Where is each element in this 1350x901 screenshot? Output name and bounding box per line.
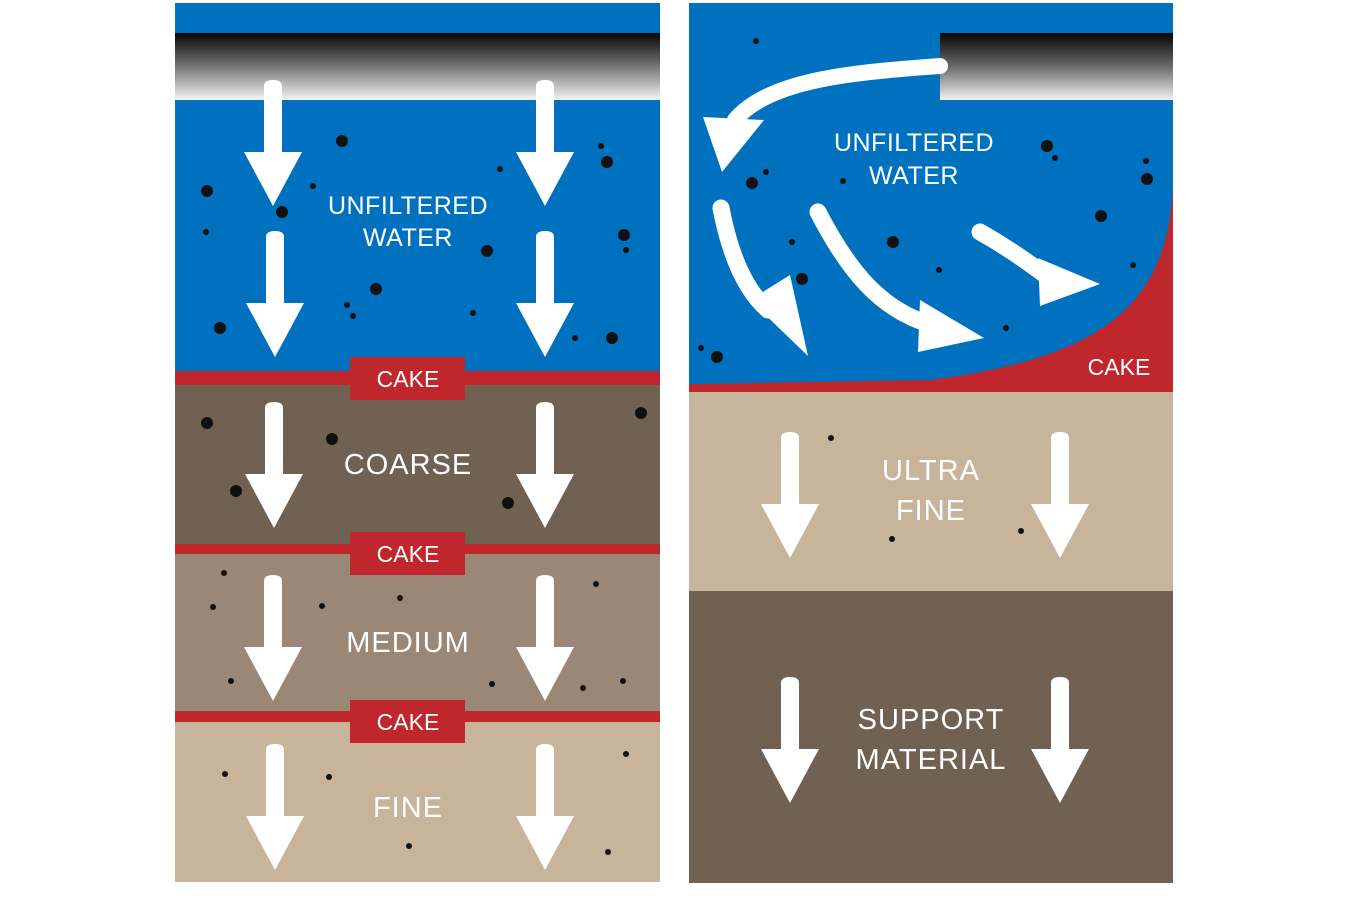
medium-label: MEDIUM: [346, 627, 470, 659]
right-panel: UNFILTERED WATER CAKE ULTRA FINE SUPPORT…: [689, 3, 1173, 883]
ultra-fine-layer: [689, 392, 1173, 592]
inlet-pipe-icon-right: [940, 33, 1173, 100]
ultra-fine-label-line2: FINE: [896, 495, 966, 527]
inlet-pipe-icon: [175, 33, 660, 100]
coarse-layer: [175, 385, 660, 545]
cake-label-3: CAKE: [377, 709, 440, 735]
left-water-label-line2: WATER: [363, 224, 453, 252]
cake-wedge: [689, 185, 1173, 393]
medium-layer: [175, 553, 660, 712]
left-water-label-line1: UNFILTERED: [328, 192, 488, 220]
curved-arrow-icon: [703, 58, 948, 172]
curved-arrow-icon: [712, 199, 808, 356]
cake-label-1: CAKE: [377, 366, 440, 392]
cake-badge-1: [350, 357, 465, 400]
support-material-layer: [689, 591, 1173, 883]
cake-badge-2: [350, 532, 465, 575]
particles-right: [698, 38, 1153, 542]
left-panel: UNFILTERED WATER CAKE COARSE CAKE MEDIUM…: [175, 3, 660, 882]
ultra-fine-label-line1: ULTRA: [882, 455, 980, 487]
particles-left: [201, 135, 647, 855]
cake-label-2: CAKE: [377, 541, 440, 567]
support-label-line1: SUPPORT: [858, 704, 1005, 736]
right-water-label-line1: UNFILTERED: [834, 129, 994, 157]
cake-badge-3: [350, 700, 465, 743]
curved-arrow-icon: [971, 223, 1100, 306]
cake-label-right: CAKE: [1088, 354, 1151, 380]
fine-layer: [175, 722, 660, 882]
fine-label: FINE: [373, 792, 443, 824]
coarse-label: COARSE: [344, 449, 472, 481]
curved-arrow-icon: [809, 203, 984, 352]
support-label-line2: MATERIAL: [856, 744, 1007, 776]
right-water-label-line2: WATER: [869, 162, 959, 190]
